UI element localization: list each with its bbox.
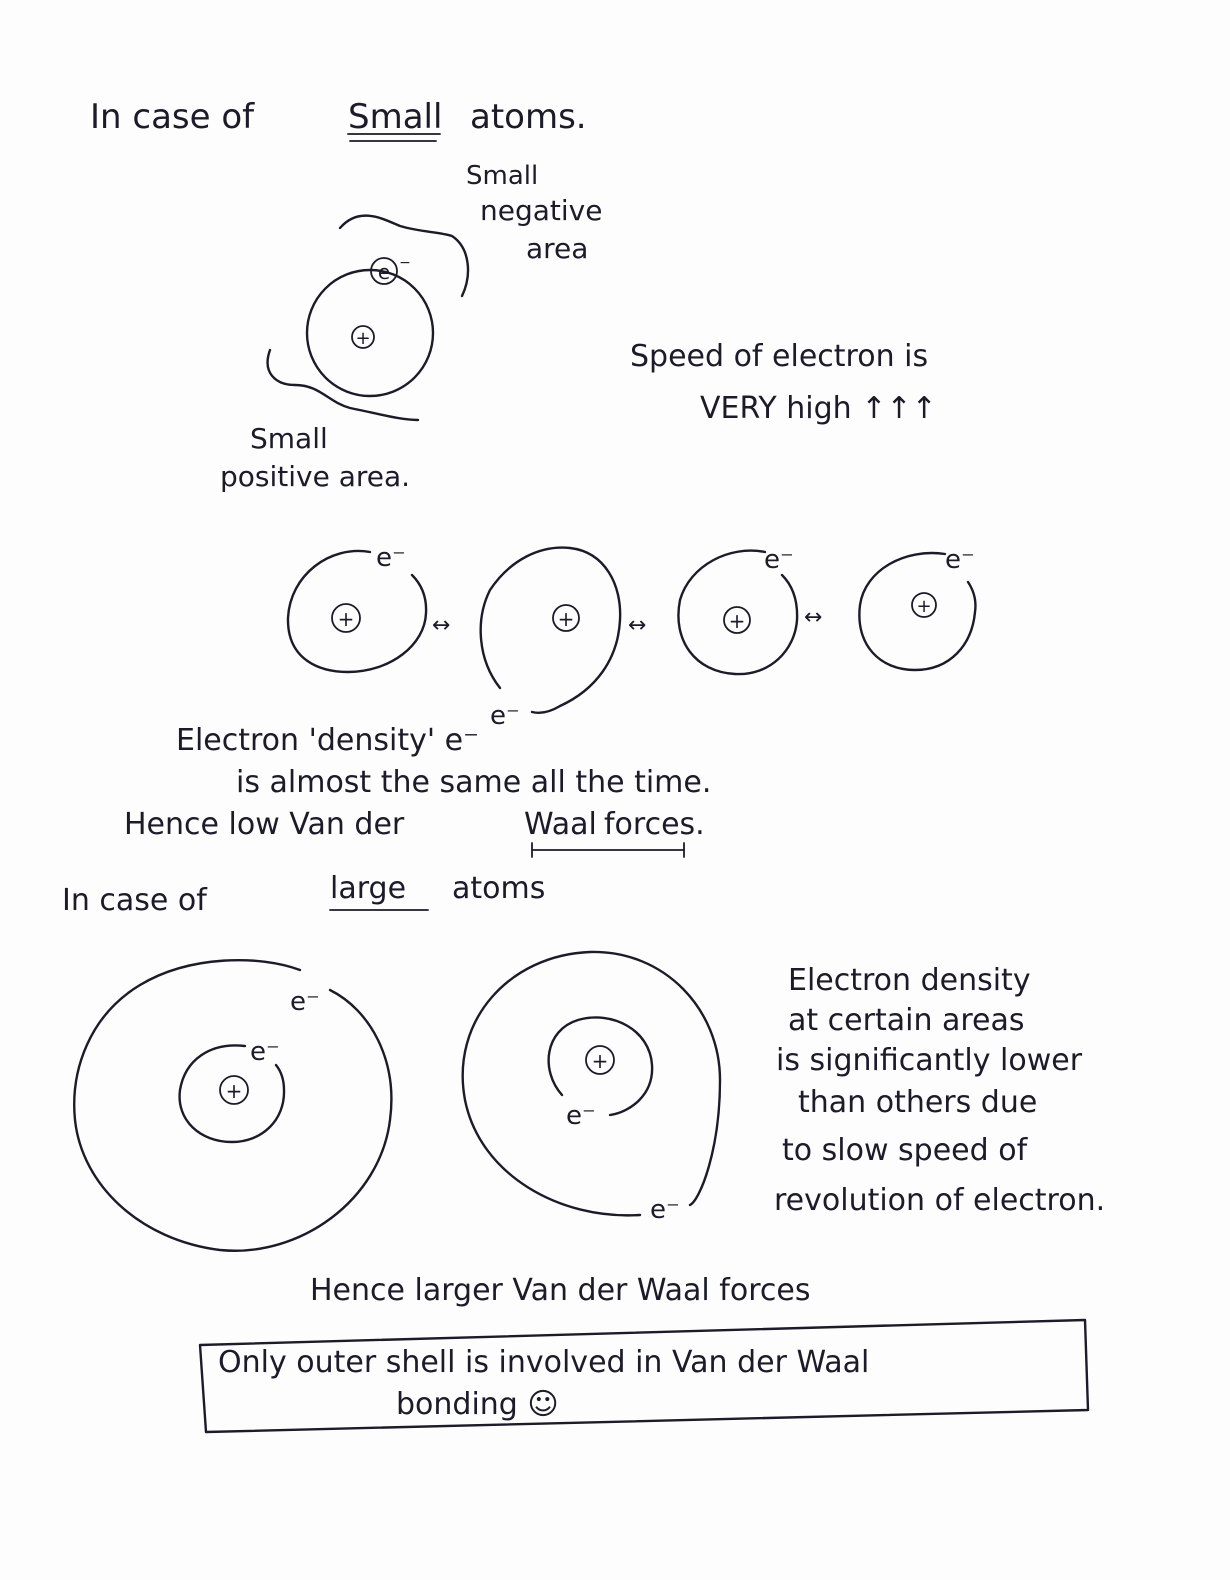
negative-area-brace xyxy=(338,214,470,298)
small-heading-suffix: atoms. xyxy=(470,97,587,137)
row-atom-2-plus: + xyxy=(558,607,575,631)
conclusion-line: Hence larger Van der Waal forces xyxy=(310,1273,810,1308)
negative-label-line-1: Small xyxy=(466,161,538,191)
electron-symbol: e xyxy=(378,260,390,284)
density-line-1-quoted: 'density' xyxy=(309,723,436,758)
large-note-line-4: than others due xyxy=(798,1085,1037,1120)
large-heading-prefix: In case of xyxy=(62,883,208,918)
row-atom-3-electron: e⁻ xyxy=(764,545,794,575)
row-atom-1-plus: + xyxy=(338,607,355,631)
row-atom-4-shell xyxy=(858,551,977,672)
density-line-1-prefix: Electron xyxy=(176,723,309,758)
arrow-2: ↔ xyxy=(628,613,646,638)
row-atom-1-nucleus xyxy=(331,603,361,633)
large-atom-2-inner-electron: e⁻ xyxy=(566,1101,596,1131)
boxed-note-line-1: Only outer shell is involved in Van der … xyxy=(218,1345,869,1380)
density-line-3-suffix: forces. xyxy=(604,807,705,842)
large-note-line-1: Electron density xyxy=(788,963,1031,998)
large-atom-1-inner-electron: e⁻ xyxy=(250,1037,280,1067)
row-atom-2-shell xyxy=(479,546,622,714)
density-line-3-prefix: Hence low Van der xyxy=(124,807,405,842)
small-heading-prefix: In case of xyxy=(90,97,255,137)
arrow-1: ↔ xyxy=(432,613,450,638)
density-line-1: Electron 'density' e⁻ xyxy=(176,723,479,758)
large-heading-keyword: large xyxy=(330,871,406,906)
row-atom-4-plus: + xyxy=(916,596,931,617)
large-note-line-2: at certain areas xyxy=(788,1003,1025,1038)
large-note-line-6: revolution of electron. xyxy=(774,1183,1105,1218)
small-heading-keyword: Small xyxy=(348,97,442,137)
small-atom-diagram: + e − xyxy=(266,214,470,422)
arrow-3: ↔ xyxy=(804,605,822,630)
row-atom-2-electron: e⁻ xyxy=(490,701,520,731)
boxed-note-line-2: bonding ☺ xyxy=(396,1387,559,1422)
large-atom-1: + e⁻ e⁻ xyxy=(73,958,393,1252)
speed-note-line-2: VERY high ↑↑↑ xyxy=(700,391,937,426)
large-atom-1-outer-shell xyxy=(73,958,393,1252)
small-atoms-row: + e⁻ ↔ + e⁻ ↔ + e⁻ ↔ + e⁻ xyxy=(286,543,977,731)
electron-circle xyxy=(370,257,398,285)
row-atom-3-shell xyxy=(677,549,799,676)
large-note-line-3: is significantly lower xyxy=(776,1043,1083,1078)
large-atom-1-nucleus xyxy=(219,1075,249,1105)
electron-charge: − xyxy=(399,255,411,271)
row-atom-4-electron: e⁻ xyxy=(945,545,975,575)
nucleus-circle xyxy=(351,325,375,349)
negative-label-line-3: area xyxy=(526,232,588,265)
positive-label-line-1: Small xyxy=(250,422,328,455)
large-note-line-5: to slow speed of xyxy=(782,1133,1029,1168)
positive-area-brace xyxy=(266,348,420,422)
large-atom-1-outer-electron: e⁻ xyxy=(290,987,320,1017)
row-atom-3-nucleus xyxy=(723,606,751,634)
density-line-2: is almost the same all the time. xyxy=(236,765,711,800)
large-atom-2-inner-shell xyxy=(547,1016,654,1117)
waal-underline xyxy=(531,842,685,858)
density-line-1-suffix: e⁻ xyxy=(435,723,479,758)
positive-label-line-2: positive area. xyxy=(220,460,410,493)
large-atom-1-inner-shell xyxy=(178,1044,286,1144)
speed-note-line-1: Speed of electron is xyxy=(630,339,928,374)
large-atom-2-plus: + xyxy=(592,1049,609,1073)
large-atom-2-outer-shell xyxy=(461,950,722,1217)
row-atom-4-nucleus xyxy=(911,592,937,618)
large-atom-2: + e⁻ e⁻ xyxy=(461,950,722,1225)
large-atom-2-nucleus xyxy=(585,1045,615,1075)
row-atom-3-plus: + xyxy=(729,609,746,633)
large-atom-1-plus: + xyxy=(226,1079,243,1103)
large-heading-suffix: atoms xyxy=(452,871,545,906)
row-atom-1-electron: e⁻ xyxy=(376,543,406,573)
negative-label-line-2: negative xyxy=(480,194,602,227)
boxed-note-frame xyxy=(198,1318,1090,1434)
row-atom-1-shell xyxy=(286,549,428,674)
row-atom-2-nucleus xyxy=(552,604,580,632)
nucleus-plus: + xyxy=(355,328,370,349)
density-line-3-underlined: Waal xyxy=(524,807,597,842)
large-atom-2-outer-electron: e⁻ xyxy=(650,1195,680,1225)
small-atom-shell xyxy=(305,268,435,398)
